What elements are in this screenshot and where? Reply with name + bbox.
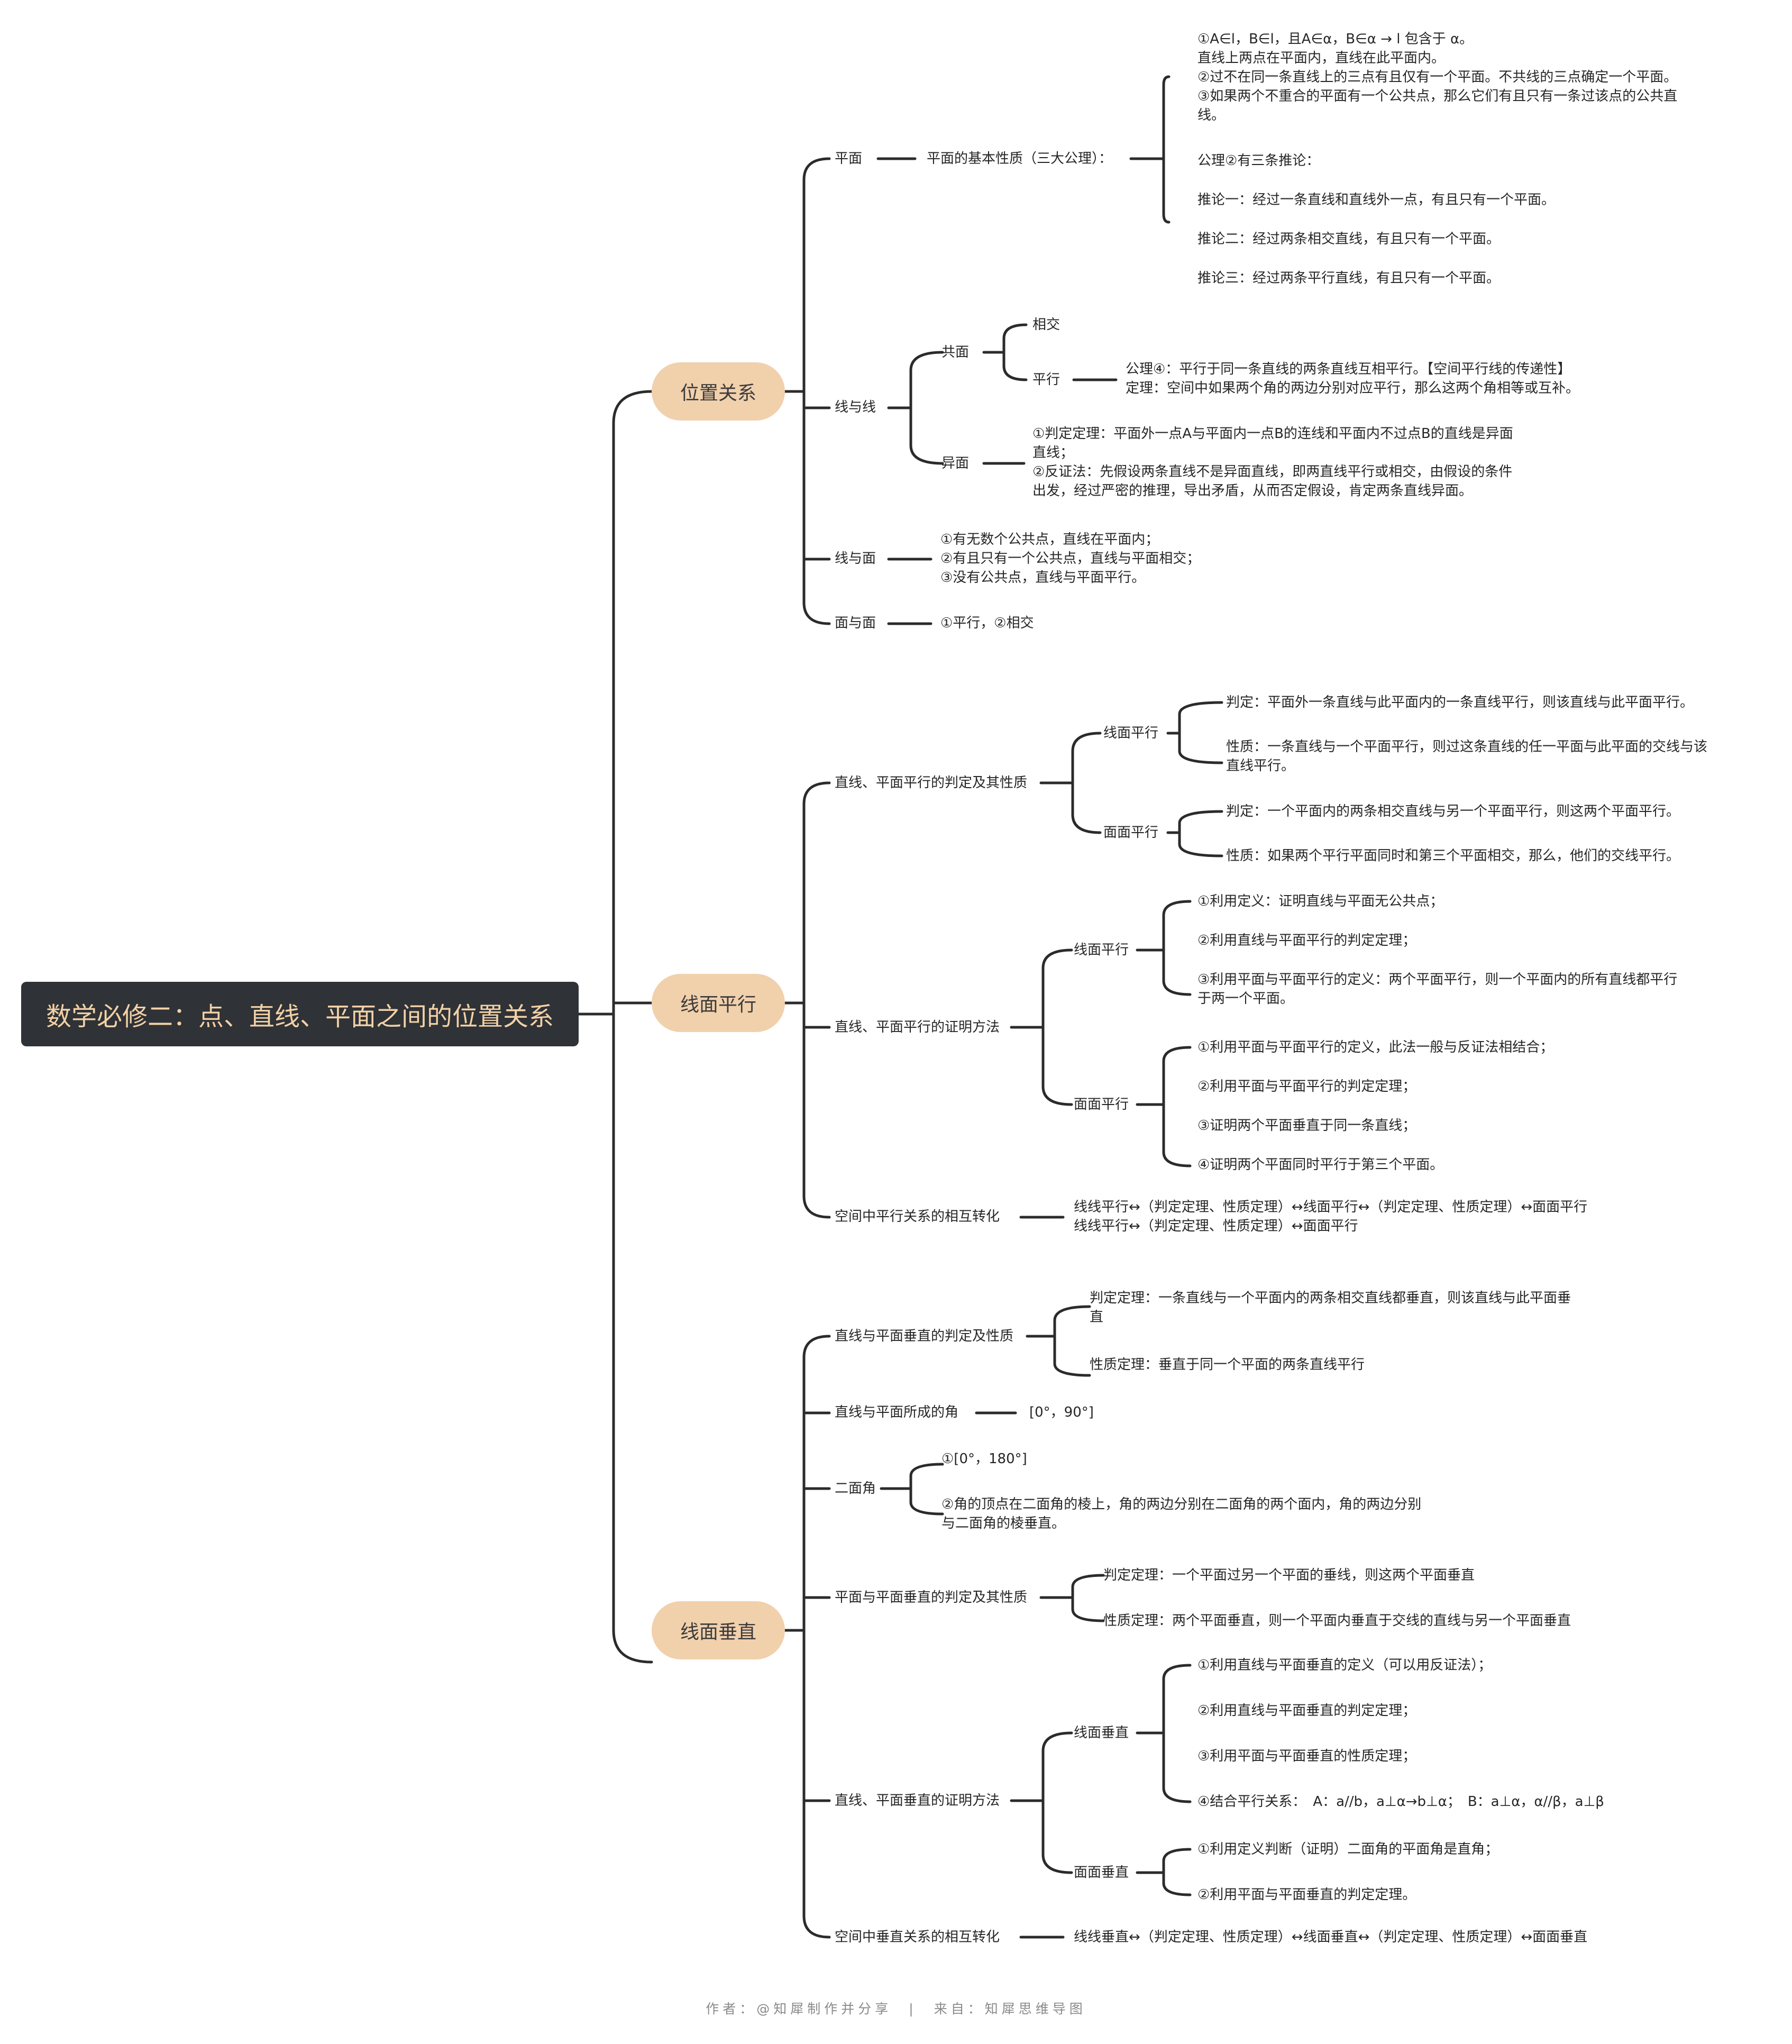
leaf-proof-pp-perp-1: ①利用定义判断（证明）二面角的平面角是直角； (1197, 1841, 1499, 1857)
footer-credit: 作者：@知犀制作并分享 | 来自：知犀思维导图 (706, 2001, 1086, 2016)
leaf-pp-perp-prop-thm: 性质定理：两个平面垂直，则一个平面内垂直于交线的直线与另一个平面垂直 (1103, 1613, 1571, 1629)
leaf-proof-lp-perp-4: ④结合平行关系： A：a//b，a⊥α→b⊥α； B：a⊥α，α//β，a⊥β (1197, 1794, 1604, 1810)
leaf-proof-pp-1: ①利用平面与平面平行的定义，此法一般与反证法相结合； (1197, 1039, 1554, 1055)
leaf-lp-perp-prop-thm: 性质定理：垂直于同一个平面的两条直线平行 (1090, 1357, 1365, 1373)
node-line-plane-angle[interactable]: 直线与平面所成的角 (835, 1404, 959, 1420)
node-parallel-judge-properties[interactable]: 直线、平面平行的判定及其性质 (835, 775, 1028, 791)
leaf-parallel-trans-1: 线线平行↔（判定定理、性质定理）↔线面平行↔（判定定理、性质定理）↔面面平行 (1074, 1199, 1588, 1215)
leaf-proof-lp-1: ①利用定义：证明直线与平面无公共点； (1197, 893, 1444, 909)
leaf-proof-pp-4: ④证明两个平面同时平行于第三个平面。 (1197, 1157, 1444, 1173)
branch-line-plane-perpendicular[interactable]: 线面垂直 (652, 1601, 785, 1659)
leaf-lp-parallel-judge: 判定：平面外一条直线与此平面内的一条直线平行，则该直线与此平面平行。 (1226, 695, 1694, 710)
node-parallel-proof-methods[interactable]: 直线、平面平行的证明方法 (835, 1019, 1000, 1035)
node-proof-plane-plane-parallel[interactable]: 面面平行 (1074, 1097, 1129, 1112)
leaf-axiom-2: ②过不在同一条直线上的三点有且仅有一个平面。不共线的三点确定一个平面。 (1197, 69, 1678, 85)
node-coplanar[interactable]: 共面 (941, 344, 970, 360)
node-line-plane-parallel[interactable]: 线面平行 (1103, 725, 1159, 741)
leaf-skew-judge: ①判定定理：平面外一点A与平面内一点B的连线和平面内不过点B的直线是异面 (1032, 426, 1513, 442)
leaf-equal-angle-theorem: 定理：空间中如果两个角的两边分别对应平行，那么这两个角相等或互补。 (1126, 380, 1580, 396)
leaf-dihedral-definition-b: 与二面角的棱垂直。 (941, 1516, 1066, 1531)
leaf-line-plane-3: ③没有公共点，直线与平面平行。 (940, 570, 1146, 586)
node-perp-transformation[interactable]: 空间中垂直关系的相互转化 (835, 1929, 1000, 1945)
node-proof-line-plane-parallel[interactable]: 线面平行 (1074, 942, 1129, 958)
leaf-dihedral-range: ①[0°，180°] (941, 1451, 1027, 1467)
leaf-pp-perp-judge-thm: 判定定理：一个平面过另一个平面的垂线，则这两个平面垂直 (1103, 1567, 1475, 1583)
leaf-proof-lp-3b: 于两一个平面。 (1197, 991, 1294, 1007)
leaf-corollary-1: 推论一：经过一条直线和直线外一点，有且只有一个平面。 (1197, 192, 1556, 208)
leaf-line-plane-1: ①有无数个公共点，直线在平面内； (940, 532, 1159, 548)
node-perp-proof-methods[interactable]: 直线、平面垂直的证明方法 (835, 1793, 1000, 1809)
leaf-corollary-title: 公理②有三条推论： (1197, 153, 1320, 169)
branch-position-relation[interactable]: 位置关系 (652, 362, 785, 421)
node-skew[interactable]: 异面 (941, 455, 970, 471)
leaf-proof-lp-perp-2: ②利用直线与平面垂直的判定定理； (1197, 1703, 1416, 1719)
leaf-lp-perp-judge-thm: 判定定理：一条直线与一个平面内的两条相交直线都垂直，则该直线与此平面垂 (1090, 1290, 1571, 1306)
leaf-corollary-3: 推论三：经过两条平行直线，有且只有一个平面。 (1197, 270, 1501, 286)
leaf-pp-parallel-prop: 性质：如果两个平行平面同时和第三个平面相交，那么，他们的交线平行。 (1226, 848, 1680, 864)
branch-line-plane-parallel[interactable]: 线面平行 (652, 974, 785, 1032)
leaf-dihedral-definition: ②角的顶点在二面角的棱上，角的两边分别在二面角的两个面内，角的两边分别 (941, 1496, 1422, 1512)
leaf-skew-contradiction-b: 出发，经过严密的推理，导出矛盾，从而否定假设，肯定两条直线异面。 (1032, 483, 1473, 499)
node-pp-perp-judge-properties[interactable]: 平面与平面垂直的判定及其性质 (835, 1590, 1028, 1605)
leaf-axiom-1b: 直线上两点在平面内，直线在此平面内。 (1197, 50, 1446, 66)
node-line-plane[interactable]: 线与面 (835, 551, 876, 567)
node-plane[interactable]: 平面 (835, 151, 863, 167)
node-plane-basic-properties[interactable]: 平面的基本性质（三大公理）： (927, 151, 1113, 167)
leaf-line-plane-2: ②有且只有一个公共点，直线与平面相交； (940, 551, 1201, 567)
leaf-lp-parallel-prop: 性质：一条直线与一个平面平行，则过这条直线的任一平面与此平面的交线与该 (1226, 739, 1708, 755)
node-lp-perp-judge-properties[interactable]: 直线与平面垂直的判定及性质 (835, 1328, 1014, 1344)
node-plane-plane[interactable]: 面与面 (835, 615, 876, 631)
leaf-lp-parallel-prop-b: 直线平行。 (1226, 758, 1295, 774)
node-dihedral-angle[interactable]: 二面角 (835, 1481, 876, 1496)
node-line-line[interactable]: 线与线 (835, 399, 876, 415)
node-proof-plane-plane-perp[interactable]: 面面垂直 (1074, 1865, 1129, 1881)
leaf-proof-lp-perp-1: ①利用直线与平面垂直的定义（可以用反证法）； (1197, 1657, 1492, 1673)
leaf-perp-trans: 线线垂直↔（判定定理、性质定理）↔线面垂直↔（判定定理、性质定理）↔面面垂直 (1074, 1929, 1588, 1945)
leaf-proof-pp-perp-2: ②利用平面与平面垂直的判定定理。 (1197, 1887, 1416, 1903)
leaf-parallel-trans-2: 线线平行↔（判定定理、性质定理）↔面面平行 (1074, 1218, 1358, 1234)
leaf-corollary-2: 推论二：经过两条相交直线，有且只有一个平面。 (1197, 231, 1501, 247)
leaf-pp-parallel-judge: 判定：一个平面内的两条相交直线与另一个平面平行，则这两个平面平行。 (1226, 804, 1680, 819)
leaf-skew-contradiction: ②反证法：先假设两条直线不是异面直线，即两直线平行或相交，由假设的条件 (1032, 464, 1513, 480)
leaf-axiom-3: ③如果两个不重合的平面有一个公共点，那么它们有且只有一条过该点的公共直 (1197, 88, 1678, 104)
leaf-axiom-3b: 线。 (1197, 107, 1226, 123)
node-parallel-transformation[interactable]: 空间中平行关系的相互转化 (835, 1209, 1000, 1225)
leaf-axiom-1: ①A∈l，B∈l，且A∈α，B∈α → l 包含于 α。 (1197, 31, 1474, 47)
leaf-plane-plane: ①平行，②相交 (940, 615, 1034, 631)
node-proof-line-plane-perp[interactable]: 线面垂直 (1074, 1725, 1129, 1741)
leaf-skew-judge-b: 直线； (1032, 445, 1074, 461)
leaf-angle-range: [0°，90°] (1029, 1404, 1094, 1420)
node-intersect[interactable]: 相交 (1032, 317, 1060, 333)
leaf-axiom-4: 公理④：平行于同一条直线的两条直线互相平行。【空间平行线的传递性】 (1126, 361, 1571, 377)
root-topic[interactable]: 数学必修二：点、直线、平面之间的位置关系 (21, 982, 579, 1046)
leaf-proof-lp-perp-3: ③利用平面与平面垂直的性质定理； (1197, 1748, 1416, 1764)
leaf-proof-lp-2: ②利用直线与平面平行的判定定理； (1197, 933, 1416, 948)
node-parallel[interactable]: 平行 (1032, 372, 1060, 388)
leaf-proof-pp-2: ②利用平面与平面平行的判定定理； (1197, 1079, 1416, 1094)
leaf-lp-perp-judge-thm-b: 直 (1090, 1309, 1104, 1325)
leaf-proof-lp-3: ③利用平面与平面平行的定义：两个平面平行，则一个平面内的所有直线都平行 (1197, 972, 1678, 988)
leaf-proof-pp-3: ③证明两个平面垂直于同一条直线； (1197, 1118, 1416, 1134)
node-plane-plane-parallel[interactable]: 面面平行 (1103, 825, 1159, 841)
